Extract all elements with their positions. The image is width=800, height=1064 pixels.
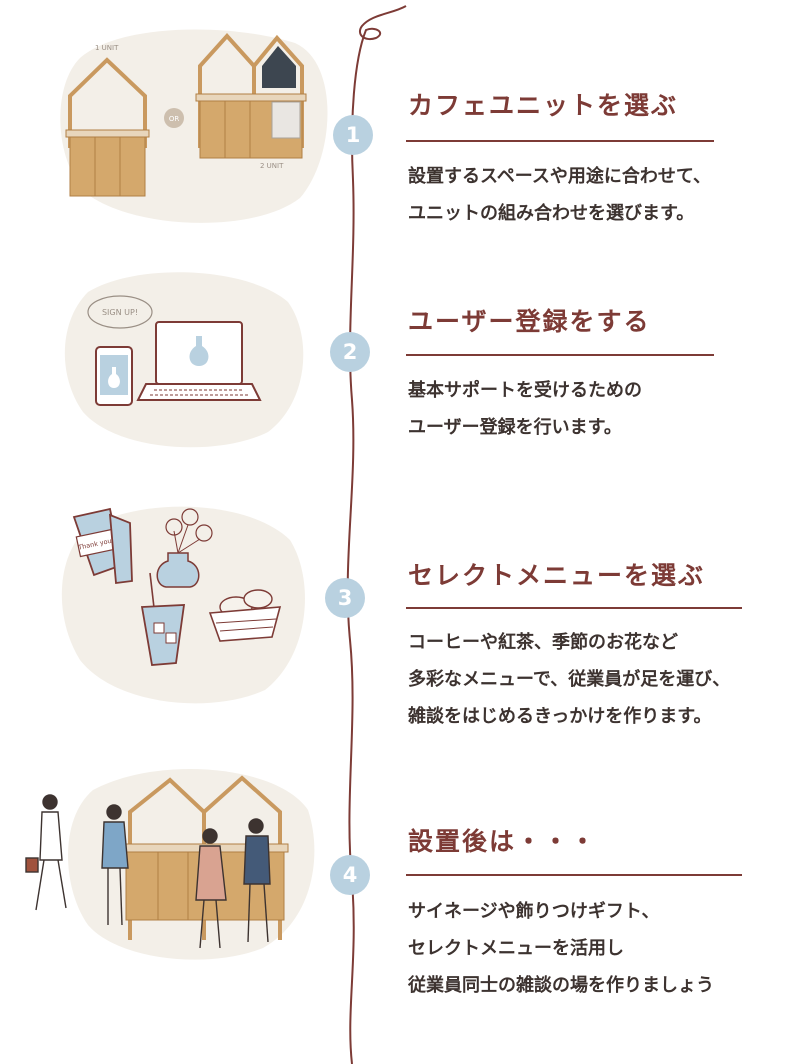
- signup-bubble-text: SIGN UP!: [102, 308, 138, 317]
- step-2-desc-line-1: 基本サポートを受けるための: [408, 380, 642, 401]
- one-unit-booth: [65, 57, 150, 197]
- step-1-divider: [406, 140, 714, 142]
- person-pink-coat: [195, 828, 227, 949]
- step-3-desc-line-2: 多彩なメニューで、従業員が足を運び、: [408, 669, 731, 690]
- cafe-unit-illustration: OR 1 UNIT 2 UNIT: [50, 18, 330, 228]
- step-1-title: カフェユニットを選ぶ: [408, 91, 679, 120]
- or-label: OR: [169, 115, 180, 123]
- step-4-desc-line-1: サイネージや飾りつけギフト、: [408, 901, 660, 922]
- step-3-description: コーヒーや紅茶、季節のお花など 多彩なメニューで、従業員が足を運び、 雑談をはじ…: [408, 624, 730, 735]
- step-3-desc-line-3: 雑談をはじめるきっかけを作ります。: [408, 706, 712, 727]
- smartphone-icon: [95, 346, 133, 406]
- step-2-desc-line-2: ユーザー登録を行います。: [408, 417, 622, 438]
- step-1-desc-line-1: 設置するスペースや用途に合わせて、: [408, 166, 711, 187]
- unit2-label: 2 UNIT: [260, 162, 284, 170]
- step-2-description: 基本サポートを受けるための ユーザー登録を行います。: [408, 372, 642, 446]
- signup-illustration: SIGN UP!: [58, 262, 308, 452]
- laptop-icon: [136, 321, 262, 401]
- step-3-divider: [406, 607, 742, 609]
- two-unit-booth: [195, 33, 307, 159]
- step-3-desc-line-1: コーヒーや紅茶、季節のお花など: [408, 632, 678, 653]
- person-walking-with-bag: [25, 794, 67, 911]
- select-menu-illustration: Thank you!: [60, 495, 310, 710]
- step-2-title: ユーザー登録をする: [408, 307, 651, 336]
- step-2-badge: 2: [330, 332, 370, 372]
- step-3-title: セレクトメニューを選ぶ: [408, 561, 706, 590]
- person-navy-jacket: [243, 818, 271, 943]
- step-4-title: 設置後は・・・: [408, 827, 598, 856]
- installed-cafe-scene-illustration: [18, 760, 318, 960]
- unit1-label: 1 UNIT: [95, 44, 119, 52]
- step-4-divider: [406, 874, 742, 876]
- step-1-description: 設置するスペースや用途に合わせて、 ユニットの組み合わせを選びます。: [408, 158, 711, 232]
- step-2-divider: [406, 354, 714, 356]
- step-1-badge: 1: [333, 115, 373, 155]
- step-4-description: サイネージや飾りつけギフト、 セレクトメニューを活用し 従業員同士の雑談の場を作…: [408, 893, 714, 1004]
- iced-drink-icon: [140, 572, 186, 666]
- coffee-cup-icon: Thank you!: [72, 507, 133, 585]
- flower-vase-icon: [156, 508, 213, 588]
- step-3-badge: 3: [325, 578, 365, 618]
- bread-basket-icon: [208, 589, 282, 642]
- step-4-desc-line-3: 従業員同士の雑談の場を作りましょう: [408, 975, 714, 996]
- step-4-badge: 4: [330, 855, 370, 895]
- person-blue-shirt: [101, 804, 129, 926]
- step-4-desc-line-2: セレクトメニューを活用し: [408, 938, 624, 959]
- step-1-desc-line-2: ユニットの組み合わせを選びます。: [408, 203, 695, 224]
